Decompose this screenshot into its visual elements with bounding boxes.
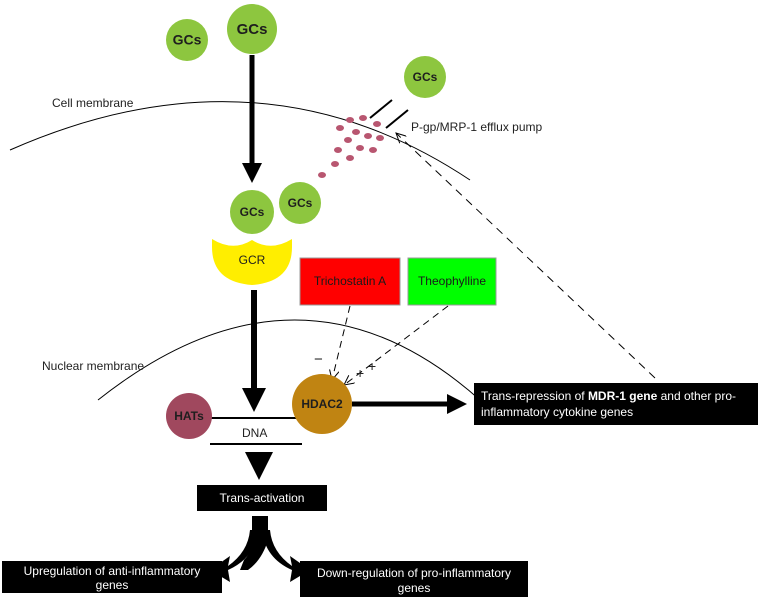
trans-repression-box: Trans-repression of MDR-1 gene and other…	[474, 383, 758, 425]
svg-text:inflammatory cytokine genes: inflammatory cytokine genes	[481, 405, 633, 419]
downregulation-box: Down-regulation of pro-inflammatory gene…	[300, 561, 528, 597]
pump-channel-left	[369, 99, 393, 119]
forked-arrow-right	[262, 530, 310, 582]
svg-text:GCs: GCs	[173, 32, 202, 48]
upregulation-box: Upregulation of anti-inflammatory genes	[2, 561, 222, 593]
gcs-bound: GCs	[230, 190, 274, 234]
activate-plus-sign: +	[356, 365, 364, 381]
svg-text:Trichostatin A: Trichostatin A	[314, 274, 386, 288]
cell-membrane-label: Cell membrane	[52, 96, 134, 110]
svg-text:GCs: GCs	[240, 205, 265, 219]
svg-text:genes: genes	[96, 578, 129, 592]
hdac2-to-pump-dashed-arrow	[396, 133, 656, 379]
svg-text:HATs: HATs	[174, 409, 204, 423]
trichostatin-to-hdac2-dashed-arrow	[332, 305, 351, 380]
trans-activation-box: Trans-activation	[197, 485, 327, 511]
svg-text:GCs: GCs	[413, 70, 438, 84]
gcr-receptor: GCR	[212, 239, 292, 285]
svg-text:HDAC2: HDAC2	[301, 397, 343, 411]
gcs-small-top: GCs	[166, 19, 208, 61]
hdac2-enzyme: HDAC2	[292, 374, 352, 434]
theophylline-box: Theophylline	[407, 257, 497, 306]
efflux-pump-label: P-gp/MRP-1 efflux pump	[411, 120, 542, 134]
svg-text:Down-regulation of pro-inflamm: Down-regulation of pro-inflammatory	[317, 566, 511, 580]
pump-channel-right	[385, 109, 409, 129]
gcs-free: GCs	[279, 182, 321, 224]
theophylline-to-hdac2-dashed-arrow	[344, 305, 449, 385]
dna-label: DNA	[242, 426, 267, 440]
svg-text:genes: genes	[398, 581, 431, 595]
svg-text:Trans-activation: Trans-activation	[220, 491, 305, 505]
trichostatin-a-box: Trichostatin A	[299, 257, 401, 306]
svg-text:GCs: GCs	[288, 196, 313, 210]
svg-text:Upregulation of anti-inflammat: Upregulation of anti-inflammatory	[24, 564, 201, 578]
gcs-large-top: GCs	[227, 4, 277, 54]
gcs-outside-pump: GCs	[404, 56, 446, 98]
svg-text:Trans-repression of MDR-1 gene: Trans-repression of MDR-1 gene and other…	[481, 389, 736, 403]
nuclear-membrane-arc	[97, 319, 481, 401]
cell-membrane-arc	[9, 101, 471, 181]
svg-text:GCs: GCs	[237, 21, 268, 38]
svg-text:GCR: GCR	[239, 253, 266, 267]
pump-drug-dots	[318, 115, 384, 178]
hats-enzyme: HATs	[166, 393, 212, 439]
nuclear-membrane-label: Nuclear membrane	[42, 359, 144, 373]
inhibit-minus-sign: −	[314, 351, 323, 368]
activate-plus-sign-2: +	[368, 358, 376, 374]
svg-text:Theophylline: Theophylline	[418, 274, 486, 288]
